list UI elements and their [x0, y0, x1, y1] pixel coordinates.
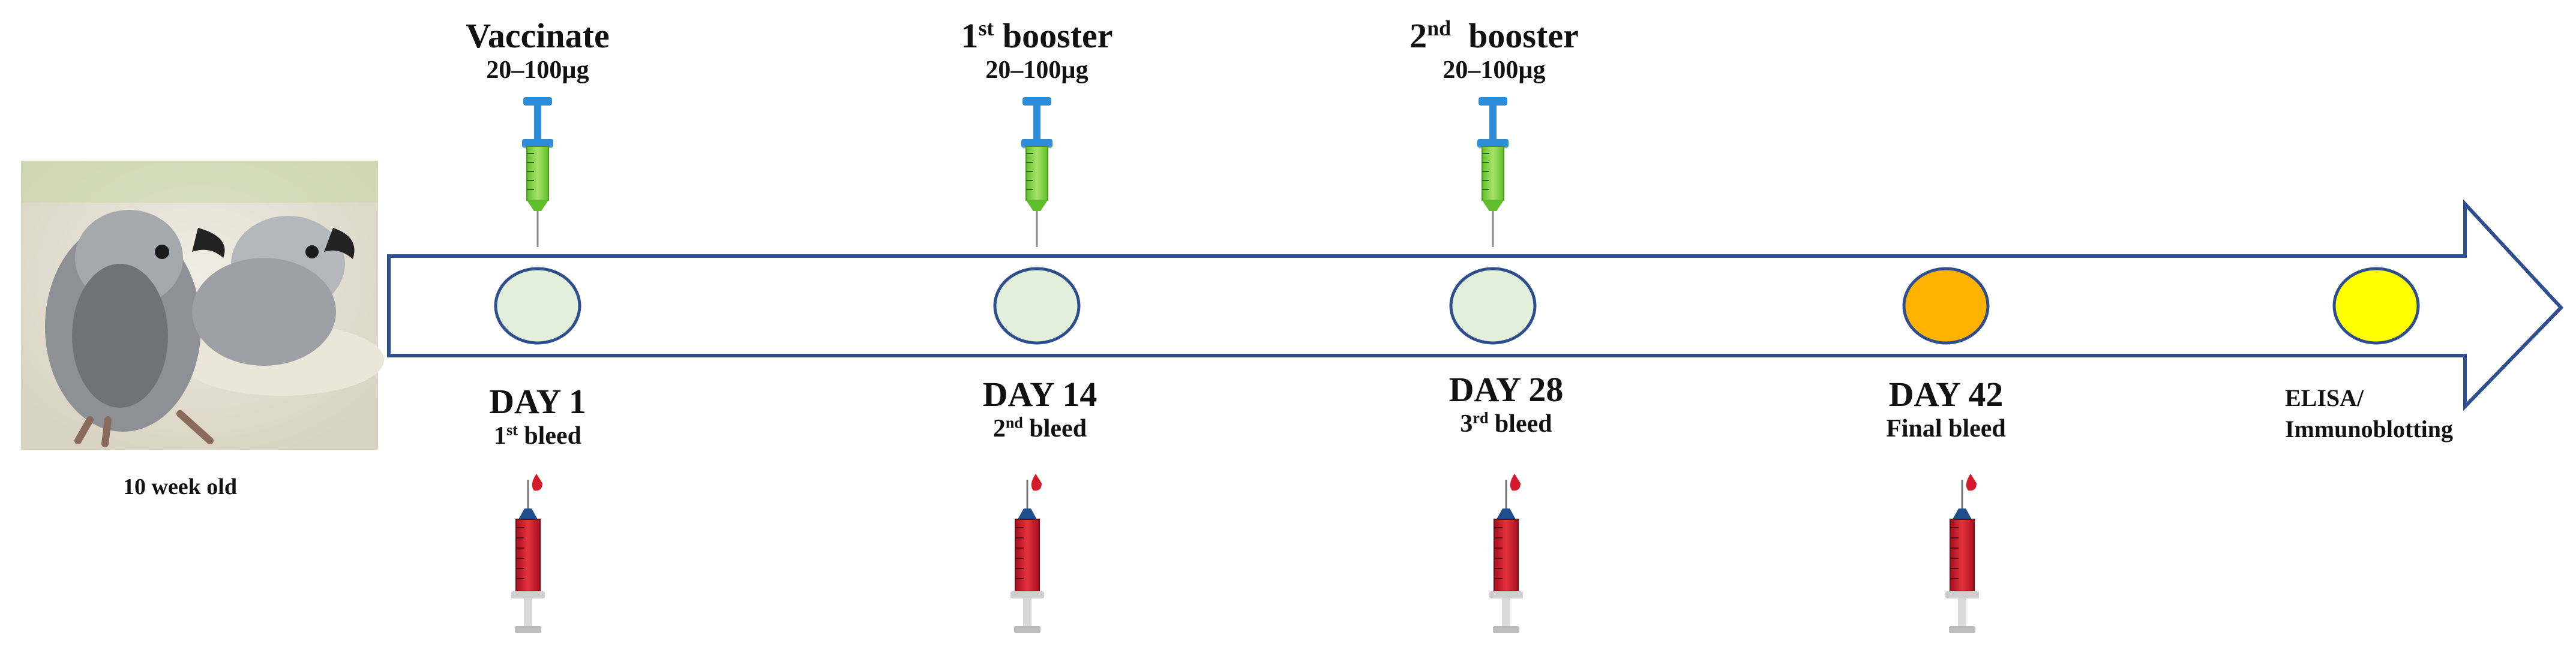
timepoint-circle	[1449, 267, 1537, 345]
timepoint-circle	[993, 267, 1081, 345]
timepoint-day: DAY 1	[489, 382, 586, 421]
blood-syringe-icon	[511, 474, 545, 633]
timepoint-circle	[1902, 267, 1990, 345]
vaccination-title: 1st booster	[961, 16, 1113, 55]
photo-caption: 10 week old	[123, 474, 237, 500]
parrot-chicks-photo	[21, 161, 384, 450]
vaccination-title: 2nd booster	[1410, 16, 1579, 55]
endpoint-line-2: Immunoblotting	[2284, 416, 2454, 443]
timepoint-label-3: DAY 28 3rd bleed	[1449, 371, 1564, 439]
vaccination-dose: 20–100µg	[486, 56, 589, 84]
vaccination-label-3: 2nd booster 20–100µg	[1410, 17, 1579, 85]
endpoint-circle	[2332, 267, 2420, 345]
timepoint-label-4: DAY 42 Final bleed	[1886, 375, 2006, 444]
timepoint-label-2: DAY 14 2nd bleed	[983, 375, 1097, 444]
vaccination-dose: 20–100µg	[1443, 56, 1546, 84]
vaccination-label-1: Vaccinate 20–100µg	[466, 17, 609, 85]
timepoint-bleed: 1st bleed	[494, 421, 581, 450]
blood-syringe-icon	[1945, 474, 1979, 633]
vaccination-title: Vaccinate	[466, 16, 610, 55]
blood-syringe-icon	[1010, 474, 1044, 633]
vaccine-syringe-icon	[1477, 97, 1509, 247]
endpoint-line-1: ELISA/	[2284, 384, 2364, 411]
timepoint-circle	[494, 267, 581, 345]
timepoint-bleed: 3rd bleed	[1460, 409, 1552, 438]
vaccination-label-2: 1st booster 20–100µg	[961, 17, 1112, 85]
blood-syringe-icon	[1489, 474, 1523, 633]
endpoint-label: ELISA/ Immunoblotting	[2285, 383, 2453, 445]
vaccine-syringe-icon	[522, 97, 553, 247]
vaccine-syringe-icon	[1021, 97, 1052, 247]
vaccination-dose: 20–100µg	[985, 56, 1088, 84]
timepoint-day: DAY 14	[982, 375, 1097, 414]
timepoint-bleed: 2nd bleed	[992, 414, 1087, 443]
timepoint-day: DAY 28	[1449, 370, 1564, 409]
timepoint-bleed: Final bleed	[1886, 414, 2006, 443]
timepoint-label-1: DAY 1 1st bleed	[489, 383, 586, 451]
timepoint-day: DAY 42	[1888, 375, 2004, 414]
